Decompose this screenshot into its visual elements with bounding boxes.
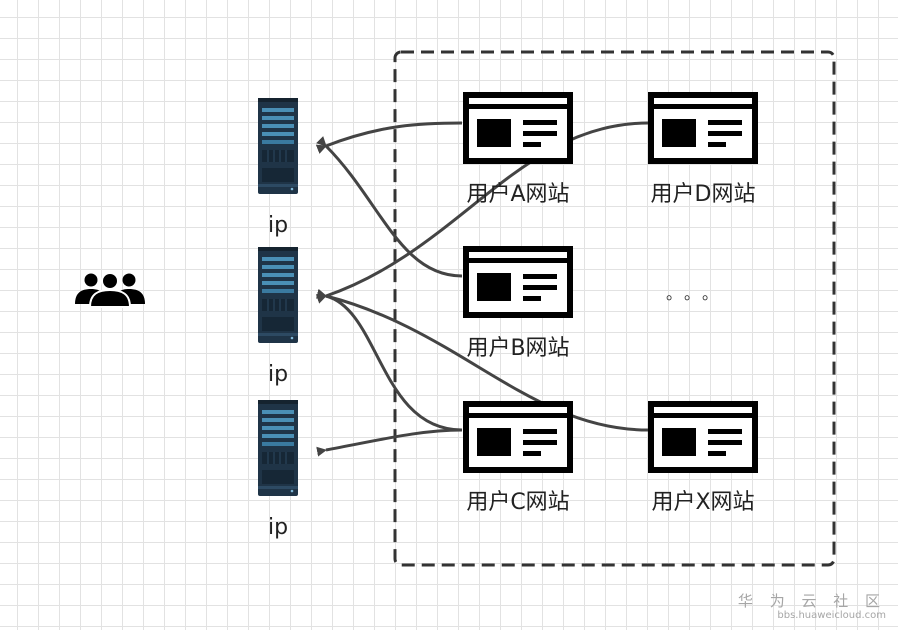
connection-b-to-server1: [316, 136, 463, 278]
watermark: 华 为 云 社 区 bbs.huaweicloud.com: [738, 592, 886, 622]
more-sites-ellipsis: 。。。: [666, 284, 729, 303]
server-2-label: ip: [267, 362, 289, 387]
site-d-label: 用户D网站: [650, 182, 756, 207]
web-page-icon: [466, 95, 570, 161]
server-rack-icon: [257, 246, 299, 344]
web-page-icon: [651, 95, 755, 161]
users-group-icon: [75, 272, 145, 308]
server-3-label: ip: [267, 515, 289, 540]
site-b-label: 用户B网站: [466, 336, 570, 361]
connection-c-to-server2: [316, 288, 463, 432]
server-rack-icon: [257, 399, 299, 497]
server-rack-icon: [257, 97, 299, 195]
site-c-label: 用户C网站: [466, 490, 570, 515]
connection-x-to-server2: [316, 288, 649, 432]
user-sites-container: [393, 50, 836, 567]
watermark-name: 华 为 云 社 区: [737, 592, 886, 610]
connection-d-to-server2: [315, 121, 649, 304]
site-x-label: 用户X网站: [651, 490, 755, 515]
connections: [315, 121, 649, 457]
watermark-url: bbs.huaweicloud.com: [777, 610, 886, 621]
server-1-label: ip: [267, 213, 289, 238]
web-page-icon: [651, 404, 755, 470]
web-page-icon: [466, 404, 570, 470]
connection-c-to-server3: [316, 428, 463, 457]
site-a-label: 用户A网站: [466, 182, 570, 207]
web-page-icon: [466, 249, 570, 315]
connection-a-to-server1: [315, 121, 463, 154]
